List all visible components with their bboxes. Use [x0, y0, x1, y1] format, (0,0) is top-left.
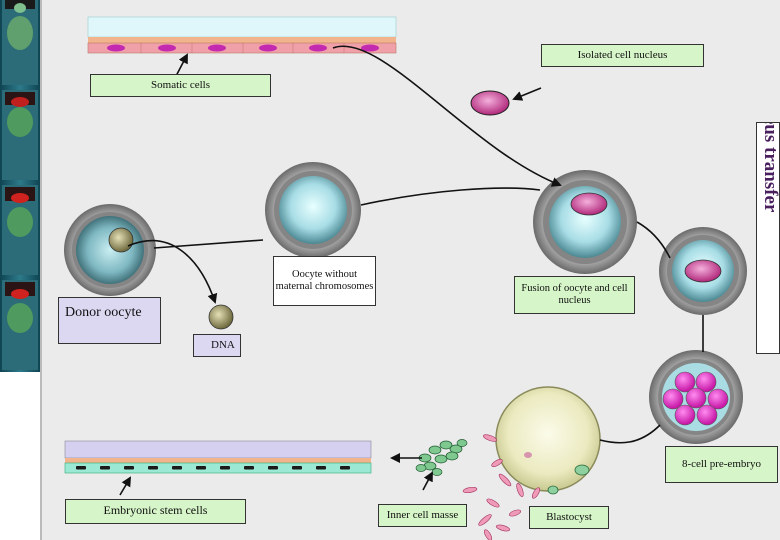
- micrograph-frame-2: [2, 90, 38, 180]
- nucleus-transfer-banner: nucleus transfer: [756, 122, 780, 354]
- label-oocyte-without-chromosomes: Oocyte without maternal chromosomes: [273, 256, 376, 306]
- fusion-oocyte-cell: [533, 170, 637, 274]
- micrograph-frame-1: [2, 0, 38, 85]
- line-embryo-to-blastocyst: [599, 424, 661, 444]
- label-eight-cell: 8-cell pre-embryo: [665, 446, 778, 483]
- trophoblast-fragments: [462, 434, 540, 540]
- label-embryonic-stem-cells: Embryonic stem cells: [65, 499, 246, 524]
- arrow-label-to-icm: [422, 471, 433, 491]
- line-donor-to-oocyte: [153, 239, 264, 249]
- eight-cell-embryo: [649, 350, 743, 444]
- reconstructed-oocyte-cell: [659, 227, 747, 315]
- somatic-cell-dish: [87, 16, 397, 54]
- enucleated-oocyte-cell: [265, 162, 361, 258]
- stem-cell-dish: [64, 440, 372, 474]
- line-oocyte-to-fusion: [360, 187, 541, 206]
- nucleus-transfer-title: nucleus transfer: [760, 122, 780, 213]
- donor-oocyte-cell: [64, 204, 156, 296]
- label-isolated-nucleus: Isolated cell nucleus: [541, 44, 704, 67]
- micrograph-sidebar: [0, 0, 40, 372]
- isolated-nucleus: [470, 90, 510, 116]
- flow-arrows: [119, 45, 704, 496]
- label-somatic-cells: Somatic cells: [90, 74, 271, 97]
- line-fusion-to-reconstructed: [636, 221, 671, 259]
- micrograph-frame-3: [2, 185, 38, 275]
- label-donor-oocyte: Donor oocyte: [58, 297, 161, 344]
- arrow-label-to-nucleus: [512, 87, 542, 101]
- label-dna: DNA: [193, 334, 241, 357]
- removed-dna: [208, 304, 234, 330]
- arrow-dish-to-fusion: [332, 45, 562, 187]
- label-blastocyst: Blastocyst: [529, 506, 609, 529]
- arrow-label-to-stem: [119, 476, 132, 496]
- donor-dna-nucleus: [108, 227, 134, 253]
- arrow-donor-to-dna: [127, 240, 218, 304]
- micrograph-frame-4: [2, 280, 38, 370]
- label-fusion: Fusion of oocyte and cell nucleus: [514, 276, 635, 314]
- label-inner-cell-mass: Inner cell masse: [378, 504, 467, 527]
- inner-cell-mass-cluster: [415, 439, 468, 476]
